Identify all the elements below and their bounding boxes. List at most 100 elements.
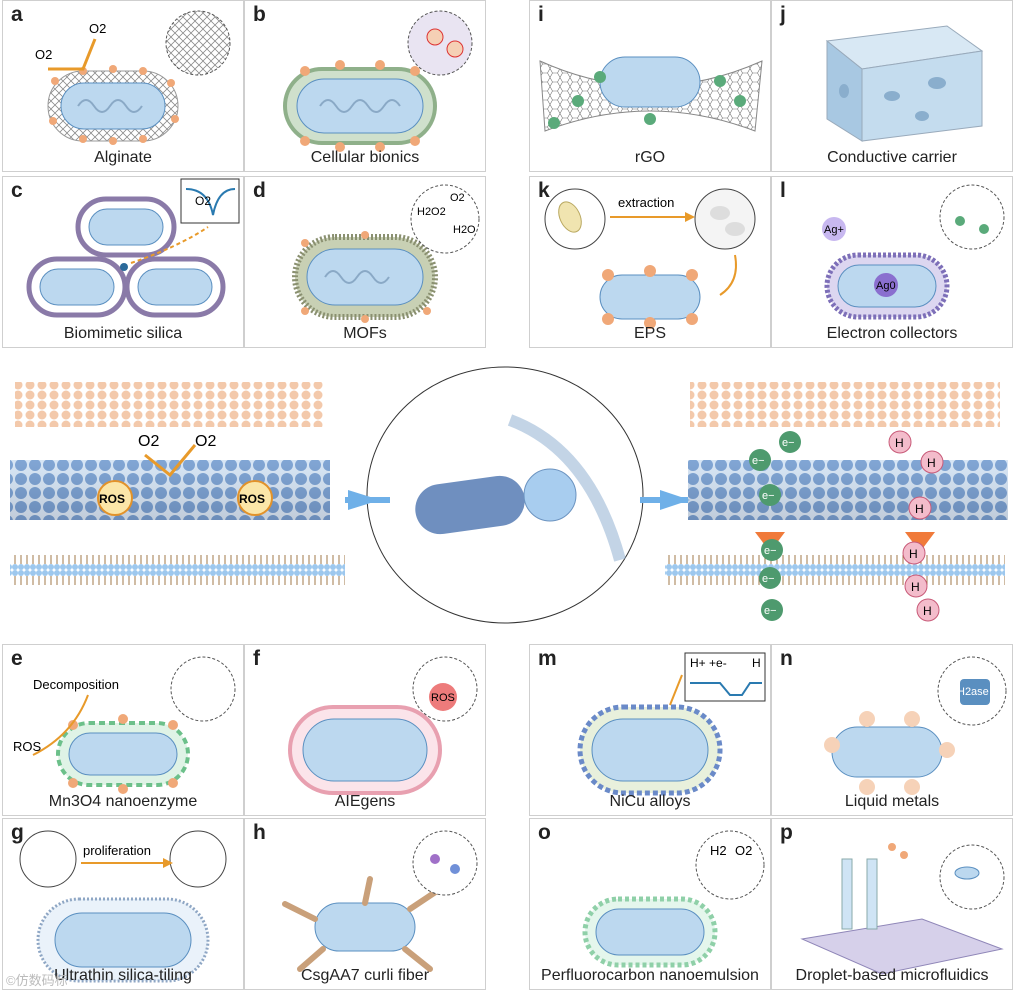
electron-markers: e− e− e− e− e− e− [749,431,801,621]
svg-text:e−: e− [762,573,775,585]
svg-text:O2: O2 [450,192,465,204]
liquid-metals-illustration: H2ase [824,656,1007,795]
mn3o4-nanoenzyme-illustration: Decomposition ROS [13,656,236,794]
panel-title: Liquid metals [844,793,940,810]
panel-label: a [11,3,23,26]
panel-label: n [780,647,793,670]
panel-title: MOFs [343,325,387,342]
csga-curli-fiber-illustration [282,830,478,972]
svg-text:O2: O2 [138,433,159,450]
left-nanoparticle-layer [15,382,325,427]
panel-label: j [780,3,786,26]
alginate-illustration: O2 O2 [35,10,231,145]
panel-label: p [780,821,793,844]
svg-text:H2: H2 [710,843,727,858]
panel-h: h CsgAA7 curli fiber [244,818,486,990]
panel-label: f [253,647,260,670]
panel-l: Ag+ Ag0 l Electron collectors [771,176,1013,348]
svg-text:e−: e− [764,545,777,557]
panel-j: j Conductive carrier [771,0,1013,172]
aiegens-illustration: ROS [288,656,478,795]
panel-d: H2O2 O2 H2O d MOFs [244,176,486,348]
left-cell-membrane [10,555,345,585]
cellular-bionics-illustration [283,10,473,152]
svg-text:Ag0: Ag0 [876,280,896,292]
panel-label: l [780,179,786,202]
svg-text:proliferation: proliferation [83,843,151,858]
panel-label: i [538,3,544,26]
right-nanoparticle-layer [690,382,1000,427]
svg-text:O2: O2 [735,843,752,858]
coated-bacterium [415,475,525,535]
panel-title: Cellular bionics [310,149,420,166]
svg-text:extraction: extraction [618,195,674,210]
panel-e: Decomposition ROS e Mn3O4 nanoenzyme [2,644,244,816]
svg-text:e−: e− [752,455,765,467]
panel-title: AIEgens [334,793,396,810]
perfluorocarbon-nanoemulsion-illustration: H2 O2 [582,830,765,968]
panel-label: g [11,821,24,844]
biomimetic-silica-illustration: O2 [26,178,240,318]
panel-title: Mn3O4 nanoenzyme [48,793,198,810]
panel-m: H+ +e- H m NiCu alloys [529,644,771,816]
panel-k: extraction k EPS [529,176,771,348]
panel-title: EPS [633,325,666,342]
panel-title: Alginate [94,149,152,166]
panel-label: b [253,3,266,26]
panel-o: H2 O2 o Perfluorocarbon nanoemulsion [529,818,771,990]
svg-text:ROS: ROS [239,492,265,506]
ros-badge-right [237,480,273,516]
panel-title: Perfluorocarbon nanoemulsion [541,967,759,984]
droplet-microfluidics-illustration [800,843,1005,975]
panel-label: h [253,821,266,844]
svg-text:e−: e− [782,437,795,449]
svg-text:O2: O2 [195,433,216,450]
ultrathin-silica-tiling-illustration: proliferation [19,830,227,983]
panel-label: o [538,821,551,844]
panel-n: H2ase n Liquid metals [771,644,1013,816]
nicu-alloys-illustration: H+ +e- H [577,652,766,796]
svg-text:e−: e− [764,605,777,617]
mofs-illustration: H2O2 O2 H2O [292,184,480,323]
panel-g: proliferation g Ultrathin silica-tiling [2,818,244,990]
svg-text:H2O2: H2O2 [417,206,446,218]
svg-text:ROS: ROS [431,692,455,704]
svg-text:ROS: ROS [99,492,125,506]
panel-label: k [538,179,550,202]
svg-text:H: H [911,580,920,594]
panel-title: Ultrathin silica-tiling [54,967,192,984]
panel-label: m [538,647,557,670]
panel-title: Conductive carrier [827,149,957,166]
panel-title: CsgAA7 curli fiber [300,967,430,984]
eps-illustration: extraction [544,188,756,329]
hydrogen-markers: H H H H H H [888,430,944,622]
panel-title: Electron collectors [826,325,958,342]
panel-label: e [11,647,23,670]
panel-title: Droplet-based microfluidics [795,967,989,984]
panel-title: rGO [634,149,666,166]
conductive-carrier-illustration [825,25,984,142]
panel-c: O2 c Biomimetic silica [2,176,244,348]
rgo-illustration [539,56,763,132]
ros-badge-left [97,480,133,516]
svg-text:H2O: H2O [453,224,476,236]
central-schematic: O2 O2 ROS ROS e− e− e− e− e− e− H H H H … [10,366,1008,624]
panel-a: O2 O2 a Alginate [2,0,244,172]
svg-text:O2: O2 [89,21,106,36]
svg-text:H2ase: H2ase [957,686,989,698]
electron-collectors-illustration: Ag+ Ag0 [822,184,1005,320]
panel-b: b Cellular bionics [244,0,486,172]
panel-title: Biomimetic silica [63,325,183,342]
panel-title: NiCu alloys [609,793,691,810]
svg-text:H: H [927,456,936,470]
svg-text:H: H [915,502,924,516]
panel-i: i rGO [529,0,771,172]
svg-text:Decomposition: Decomposition [33,677,119,692]
svg-text:O2: O2 [35,47,52,62]
svg-text:ROS: ROS [13,739,42,754]
svg-text:H: H [909,547,918,561]
svg-text:H: H [752,656,761,670]
svg-text:Ag+: Ag+ [824,224,844,236]
svg-text:O2: O2 [195,194,211,208]
right-cell-membrane [665,555,1005,585]
